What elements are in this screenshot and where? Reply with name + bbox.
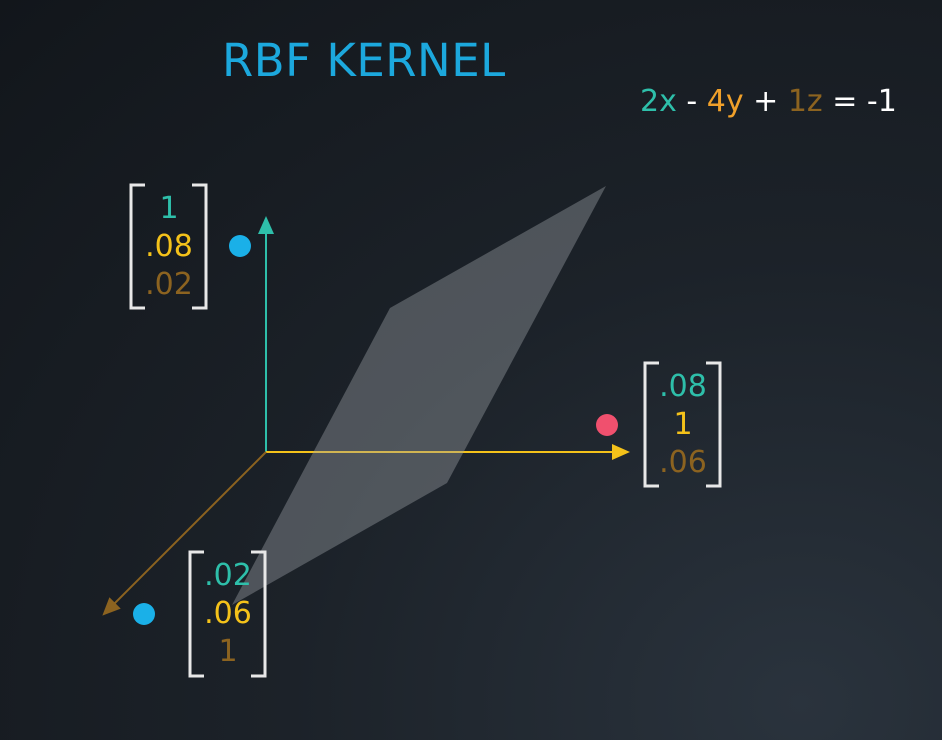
bracket-right-top-vector xyxy=(192,183,208,310)
vector-right-x: .08 xyxy=(659,369,707,404)
vector-right-z: .06 xyxy=(659,445,707,480)
bracket-left-bottom-vector xyxy=(188,550,204,678)
blue-point-bottom xyxy=(133,603,155,625)
equation-operator-plus: + xyxy=(743,84,788,119)
page-title: RBF KERNEL xyxy=(222,34,506,87)
equation-operator-minus: - xyxy=(676,84,707,119)
bracket-right-right-vector xyxy=(706,361,722,488)
vector-top-left: 1 .08 .02 xyxy=(130,190,208,304)
equation-z-term: 1z xyxy=(787,84,823,119)
bracket-left-right-vector xyxy=(643,361,659,488)
vector-bottom-y: .06 xyxy=(204,596,252,631)
depth-axis xyxy=(102,451,267,616)
vector-top-left-x: 1 xyxy=(159,191,179,226)
blue-point-top xyxy=(229,235,251,257)
equation-y-term: 4y xyxy=(706,84,744,119)
equation-rhs: = -1 xyxy=(822,84,897,119)
vector-bottom-z: 1 xyxy=(218,634,238,669)
separating-plane xyxy=(232,186,606,605)
pink-point-right xyxy=(596,414,618,436)
bracket-right-bottom-vector xyxy=(251,550,267,678)
vector-bottom: .02 .06 1 xyxy=(189,557,267,671)
vector-top-left-y: .08 xyxy=(145,229,193,264)
vector-bottom-x: .02 xyxy=(204,558,252,593)
plane-equation: 2x - 4y + 1z = -1 xyxy=(640,84,897,119)
vector-right-y: 1 xyxy=(673,407,693,442)
equation-x-term: 2x xyxy=(640,84,677,119)
bracket-left-top-vector xyxy=(129,183,145,310)
vector-right: .08 1 .06 xyxy=(644,368,722,482)
vector-top-left-z: .02 xyxy=(145,267,193,302)
